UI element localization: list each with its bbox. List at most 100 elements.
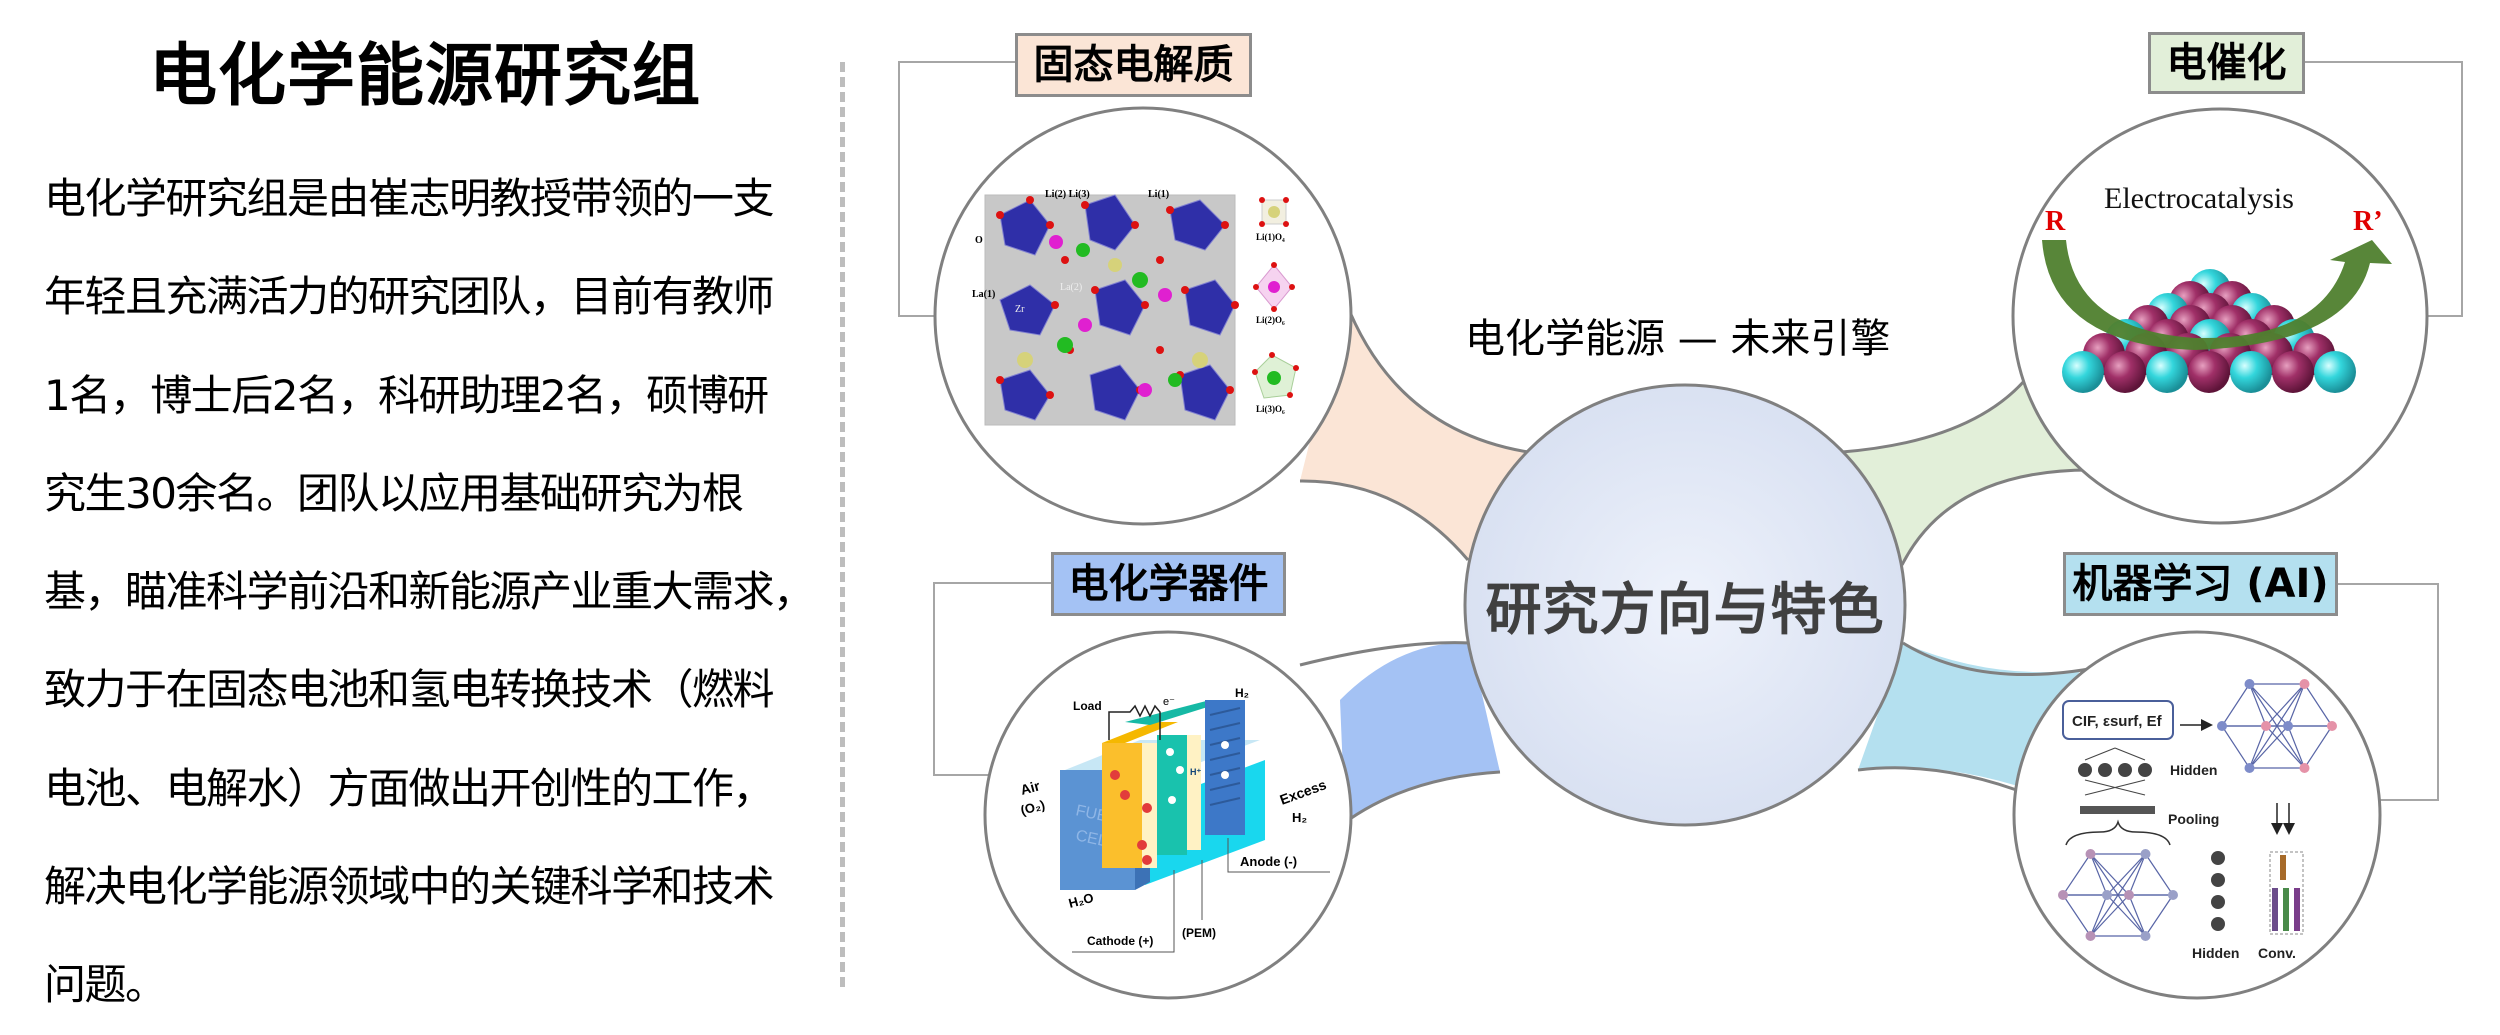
h2-in-label: H₂ <box>1235 686 1249 700</box>
graph-node <box>2327 721 2337 731</box>
intro-line: 电化学研究组是由崔志明教授带领的一支 <box>44 174 775 223</box>
proton-label: H⁺ <box>1190 767 1201 777</box>
label-li1o4: Li(1)O₄ <box>1256 232 1285 242</box>
graph-edge <box>2265 725 2305 769</box>
reactant-label: R <box>2045 206 2066 237</box>
dashed-divider <box>840 62 845 987</box>
pem-label: (PEM) <box>1182 926 1216 940</box>
intro-line: 致力于在固态电池和氢电转换技术（燃料 <box>44 665 775 715</box>
graph-node <box>2058 890 2068 900</box>
connector-electrocatalysis <box>1842 360 2090 565</box>
graph-edge <box>2090 894 2130 937</box>
diagram-subtitle: 电化学能源 — 未来引擎 <box>1465 316 1891 362</box>
topic-label-machine-learning[interactable]: 机器学习 (AI) <box>2063 552 2338 616</box>
air-label: Air <box>1019 777 1042 798</box>
graph-edge <box>2221 725 2251 769</box>
graph-edge <box>2249 725 2289 769</box>
graph-node <box>2140 849 2151 859</box>
connector-edge <box>1299 641 1471 667</box>
water-label: H₂O <box>1067 890 1095 911</box>
label-zr: Zr <box>1015 304 1025 315</box>
topic-label-solid-electrolyte[interactable]: 固态电解质 <box>1015 33 1252 97</box>
conv-label: Conv. <box>2258 945 2296 961</box>
topic-label-electrocatalysis[interactable]: 电催化 <box>2148 32 2305 94</box>
bracket-electrocatalysis <box>2304 61 2463 317</box>
graph-edge <box>2062 894 2091 937</box>
intro-line: 电池、电解水）方面做出开创性的工作， <box>44 763 775 813</box>
graph-edge <box>2303 725 2333 769</box>
label-li3o6: Li(3)O₆ <box>1256 404 1285 414</box>
center-label: 研究方向与特色 <box>1485 578 1885 643</box>
graph-node <box>2244 679 2255 689</box>
product-label: R’ <box>2353 206 2383 237</box>
hidden-label-bottom: Hidden <box>2192 945 2239 961</box>
h2-out-label: H₂ <box>1292 810 1307 825</box>
connector-solid-electrolyte <box>1300 300 1528 560</box>
pooling-label: Pooling <box>2168 811 2219 827</box>
label-li2o6: Li(2)O₆ <box>1256 315 1285 325</box>
graph-node <box>2102 890 2112 900</box>
bracket-machine-learning <box>2337 583 2439 801</box>
graph-node <box>2085 931 2096 941</box>
center-circle <box>1463 383 1907 827</box>
fuel-cell-figure: FUEL CELL Load e⁻ H₂ Air (O₂) Excess H₂ … <box>983 630 1353 1000</box>
graph-node <box>2261 721 2271 731</box>
graph-node <box>2124 890 2134 900</box>
input-box-label: CIF, εsurf, Ef <box>2072 713 2163 730</box>
intro-paragraph: 电化学研究组是由崔志明教授带领的一支 年轻且充满活力的研究团队，目前有教师 1名… <box>44 150 824 1035</box>
topic-label-devices[interactable]: 电化学器件 <box>1051 552 1286 616</box>
intro-panel: 电化学能源研究组 电化学研究组是由崔志明教授带领的一支 年轻且充满活力的研究团队… <box>0 0 840 1033</box>
intro-line: 年轻且充满活力的研究团队，目前有教师 <box>44 272 775 322</box>
hidden-label-top: Hidden <box>2170 762 2217 778</box>
graph-node <box>2085 849 2096 859</box>
graph-node <box>2299 679 2310 689</box>
graph-edge <box>2303 683 2333 727</box>
graph-node <box>2299 763 2310 773</box>
catalyst-atom <box>2104 351 2146 393</box>
connector-edge <box>1299 479 1470 561</box>
graph-node <box>2244 763 2255 773</box>
electrocatalysis-caption: Electrocatalysis <box>2104 182 2294 215</box>
intro-line: 1名，博士后2名，科研助理2名，硕博研 <box>44 370 769 420</box>
graph-node <box>2217 721 2227 731</box>
connector-edge <box>1900 468 2091 566</box>
graph-node <box>2283 721 2293 731</box>
graph-edge <box>2145 853 2174 896</box>
label-la2: La(2) <box>1060 282 1082 293</box>
graph-edge <box>2145 894 2174 937</box>
catalyst-atom <box>2314 351 2356 393</box>
graph-edge <box>2062 853 2091 896</box>
connector-edge <box>1902 641 2101 677</box>
graph-edge <box>2089 894 2108 937</box>
graph-edge <box>2128 853 2147 896</box>
graph-edge <box>2090 853 2146 937</box>
catalyst-atom <box>2146 351 2188 393</box>
graph-edge <box>2248 725 2267 769</box>
label-o: O <box>975 235 983 246</box>
graph-edge <box>2128 894 2147 937</box>
catalyst-atom <box>2230 351 2272 393</box>
intro-line: 基，瞄准科学前沿和新能源产业重大需求， <box>44 567 815 617</box>
label-li1: Li(1) <box>1148 189 1169 200</box>
label-la1: La(1) <box>972 289 995 300</box>
graph-edge <box>2089 853 2108 896</box>
graph-edge <box>2248 683 2267 727</box>
graph-edge <box>2287 725 2306 769</box>
intro-line: 问题。 <box>44 960 167 1010</box>
page-title: 电化学能源研究组 <box>148 37 701 116</box>
cathode-label: Cathode (+) <box>1087 934 1153 948</box>
graph-edge <box>2287 683 2306 727</box>
catalyst-atom <box>2188 351 2230 393</box>
o2-label: (O₂) <box>1019 797 1047 818</box>
label-li2-li3: Li(2) Li(3) <box>1045 189 1090 200</box>
graph-node <box>2140 931 2151 941</box>
graph-edge <box>2248 683 2306 769</box>
graph-node <box>2168 890 2178 900</box>
catalyst-atom <box>2062 351 2104 393</box>
neural-network-figure: CIF, εsurf, Ef Hidden Pooling Hidden Con… <box>2012 630 2382 1000</box>
bracket-solid-electrolyte <box>898 61 1015 317</box>
catalyst-atom <box>2272 351 2314 393</box>
solid-electrolyte-figure: Li(2) Li(3) Li(1) O La(1) La(2) Zr Li(1)… <box>933 106 1353 526</box>
bracket-devices <box>933 582 1051 776</box>
